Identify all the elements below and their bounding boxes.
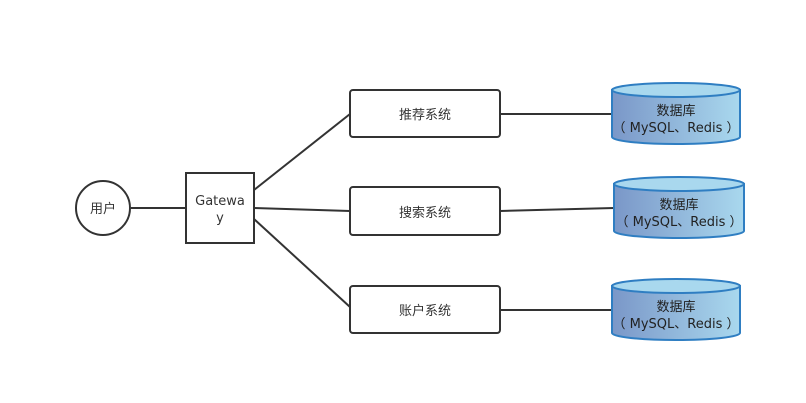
service-node-recommend: 推荐系统 [349, 89, 501, 138]
edge-gateway-recommend [253, 113, 351, 191]
connectors [131, 113, 615, 311]
database-label-line2: （ MySQL、Redis ） [616, 215, 743, 230]
database-label-line1: 数据库 [656, 103, 695, 119]
gateway-node: Gatewa y [185, 172, 255, 244]
database-node-1: 数据库 （ MySQL、Redis ） [611, 82, 741, 145]
user-label: 用户 [90, 201, 116, 217]
user-node: 用户 [75, 180, 131, 236]
edge-gateway-account [253, 218, 351, 308]
database-label-line1: 数据库 [656, 299, 695, 315]
database-label-line1: 数据库 [659, 197, 698, 213]
service-node-search: 搜索系统 [349, 186, 501, 236]
service-label: 搜索系统 [399, 206, 451, 221]
database-label-line2: （ MySQL、Redis ） [613, 317, 740, 332]
service-node-account: 账户系统 [349, 285, 501, 334]
database-node-3: 数据库 （ MySQL、Redis ） [611, 278, 741, 341]
database-node-2: 数据库 （ MySQL、Redis ） [613, 176, 745, 239]
edge-search-db [499, 207, 615, 212]
database-label-line2: （ MySQL、Redis ） [613, 121, 740, 136]
gateway-label-line1: Gatewa [195, 194, 245, 209]
service-label: 推荐系统 [399, 108, 451, 123]
gateway-label-line2: y [216, 211, 224, 226]
edge-gateway-search [253, 207, 351, 212]
service-label: 账户系统 [399, 303, 451, 319]
